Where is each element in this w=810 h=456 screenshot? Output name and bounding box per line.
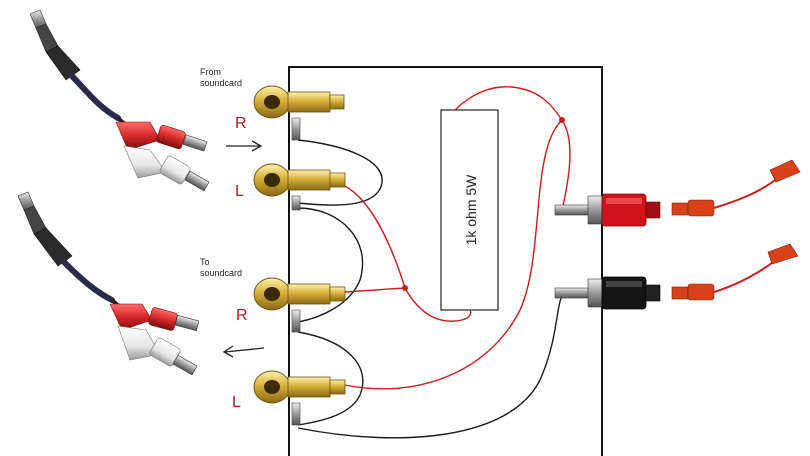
binding-post-icon[interactable]: [554, 193, 661, 227]
label-to-soundcard-line2: soundcard: [200, 268, 242, 278]
rca-jack-icon[interactable]: [253, 277, 346, 333]
red-wire-top-l: [344, 185, 406, 289]
stereo-35mm-plug-icon[interactable]: [29, 9, 121, 121]
label-r-top: R: [235, 115, 247, 132]
black-wire-r-to-l: [297, 331, 364, 426]
rca-jack-icon[interactable]: [253, 85, 345, 141]
black-wire-top-jacks: [297, 139, 383, 206]
red-wire-to-resistor-bottom: [404, 287, 472, 322]
black-wires: [297, 139, 566, 439]
red-wire-bottom-r: [344, 287, 406, 293]
black-wire-l-to-r: [297, 207, 364, 323]
rca-plug-pair-top: [115, 116, 210, 192]
rca-jack-icon[interactable]: [253, 163, 346, 211]
red-wire-bottom-l: [344, 119, 563, 390]
black-wire-to-black-post: [297, 291, 566, 439]
red-junction-dot: [402, 285, 408, 291]
resistor: 1k ohm 5W: [440, 109, 499, 311]
arrow-icon: [226, 140, 263, 152]
red-junction-dot-2: [559, 117, 565, 123]
red-wire-resistor-top: [454, 86, 563, 121]
stereo-35mm-plug-icon[interactable]: [17, 191, 115, 303]
red-wires: [344, 86, 571, 390]
label-r-bottom: R: [236, 307, 248, 324]
probe-lead-icon[interactable]: [671, 159, 801, 217]
label-to-soundcard-line1: To: [200, 257, 210, 267]
red-wire-to-red-post: [561, 119, 571, 211]
resistor-label: 1k ohm 5W: [463, 174, 479, 246]
binding-post-icon[interactable]: [554, 276, 661, 310]
probe-lead-icon[interactable]: [671, 243, 799, 301]
label-from-soundcard-line2: soundcard: [200, 78, 242, 88]
label-l-bottom: L: [232, 394, 241, 411]
label-from-soundcard-line1: From: [200, 67, 221, 77]
label-l-top: L: [235, 183, 244, 200]
rca-jack-icon[interactable]: [253, 370, 346, 426]
arrow-icon: [222, 345, 265, 358]
rca-plug-pair-bottom: [109, 298, 200, 376]
